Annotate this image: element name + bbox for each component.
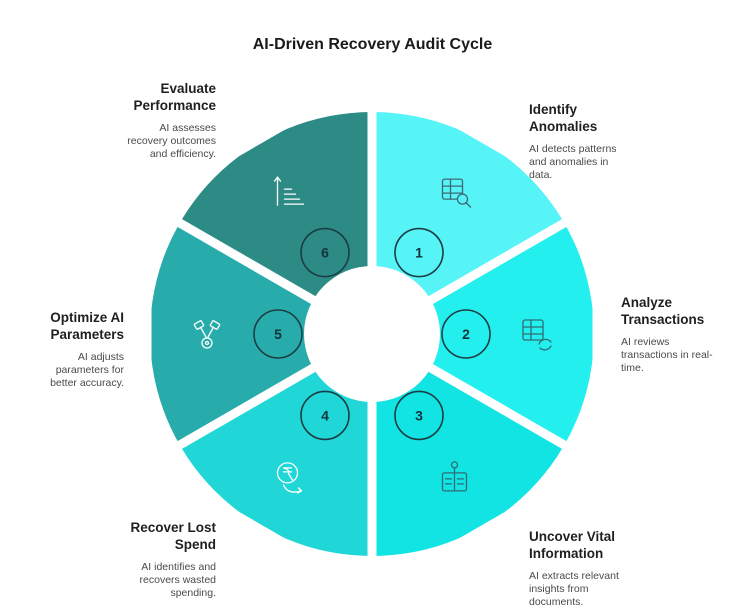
center-hub: [304, 266, 440, 402]
step-1-badge: [394, 227, 444, 278]
step-5-badge: [253, 309, 303, 359]
step-2-number: 2: [462, 326, 470, 342]
step-2-badge: [441, 309, 491, 359]
document-stamp-icon: [441, 461, 468, 492]
segment-5: [151, 211, 329, 457]
rupee-recover-icon: [276, 462, 303, 494]
step-6-number: 6: [321, 245, 329, 261]
segment-2: [415, 211, 593, 457]
step-5-number: 5: [274, 326, 282, 342]
sort-ascending-icon: [273, 176, 305, 206]
step-3-badge: [394, 390, 444, 441]
step-6-badge: [300, 227, 350, 278]
step-1-number: 1: [415, 245, 423, 261]
step-3-number: 3: [415, 407, 423, 423]
wrench-gear-icon: [193, 320, 221, 349]
step-4-badge: [300, 390, 350, 441]
table-refresh-icon: [522, 319, 552, 351]
step-4-number: 4: [321, 407, 329, 423]
diagram-title: AI-Driven Recovery Audit Cycle: [252, 36, 493, 53]
table-search-icon: [441, 178, 472, 208]
